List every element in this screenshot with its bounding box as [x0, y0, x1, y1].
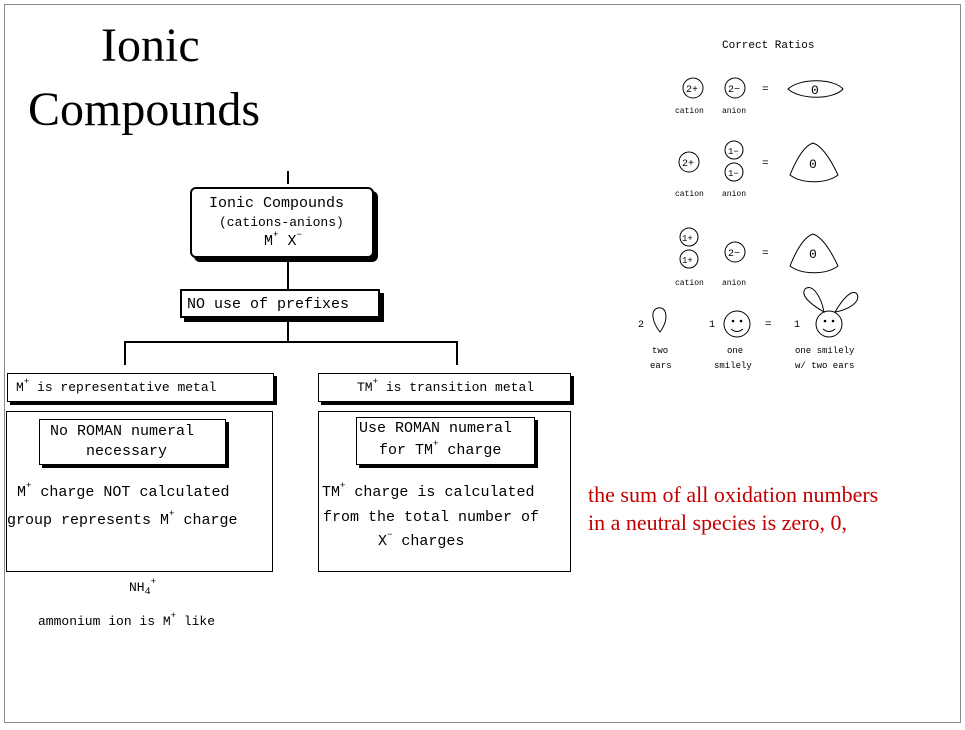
ionic-compounds-label: Ionic Compounds: [209, 195, 345, 212]
representative-metal-panel: No ROMAN numeral necessary M+ charge NOT…: [6, 411, 273, 572]
connector-top-to-prefix: [287, 262, 289, 289]
ionic-compounds-box: Ionic Compounds (cations-anions) M+ X−: [190, 187, 374, 258]
no-roman-line1: No ROMAN numeral: [50, 423, 195, 440]
branch-right-drop: [456, 341, 458, 365]
total-number-text: from the total number of: [323, 509, 540, 526]
use-roman-numeral-box: Use ROMAN numeral for TM+ charge: [356, 417, 535, 465]
oxidation-sum-note-line1: the sum of all oxidation numbers: [588, 482, 879, 507]
slide-title-line2: Compounds: [28, 83, 261, 136]
slide: [4, 4, 961, 723]
transition-metal-header: TM+ is transition metal: [318, 373, 571, 402]
group-represents-text: group represents M+ charge: [7, 509, 238, 529]
ammonium-formula: NH4+: [129, 577, 157, 598]
no-roman-numeral-box: No ROMAN numeral necessary: [39, 419, 226, 465]
transition-metal-label: TM+ is transition metal: [357, 377, 535, 395]
slide-title-line1: Ionic: [101, 19, 200, 72]
connector-prefix-down: [287, 320, 289, 342]
charge-not-calculated-text: M+ charge NOT calculated: [17, 481, 230, 501]
connector-top: [287, 171, 289, 184]
ammonium-note: ammonium ion is M+ like: [38, 611, 216, 629]
use-roman-line2: for TM+ charge: [379, 439, 502, 459]
representative-metal-header: M+ is representative metal: [7, 373, 274, 402]
charge-calculated-text: TM+ charge is calculated: [322, 481, 535, 501]
x-charges-text: X− charges: [378, 530, 465, 550]
mx-formula: M+ X−: [264, 230, 302, 250]
cations-anions-label: (cations-anions): [219, 215, 344, 230]
transition-metal-panel: Use ROMAN numeral for TM+ charge TM+ cha…: [318, 411, 571, 572]
use-roman-line1: Use ROMAN numeral: [359, 420, 513, 437]
oxidation-sum-note-line2: in a neutral species is zero, 0,: [588, 510, 848, 535]
branch-horizontal: [124, 341, 458, 343]
no-prefixes-box: NO use of prefixes: [180, 289, 380, 318]
representative-metal-label: M+ is representative metal: [16, 377, 217, 395]
no-roman-line2: necessary: [86, 443, 168, 460]
branch-left-drop: [124, 341, 126, 365]
no-prefixes-label: NO use of prefixes: [187, 296, 350, 313]
